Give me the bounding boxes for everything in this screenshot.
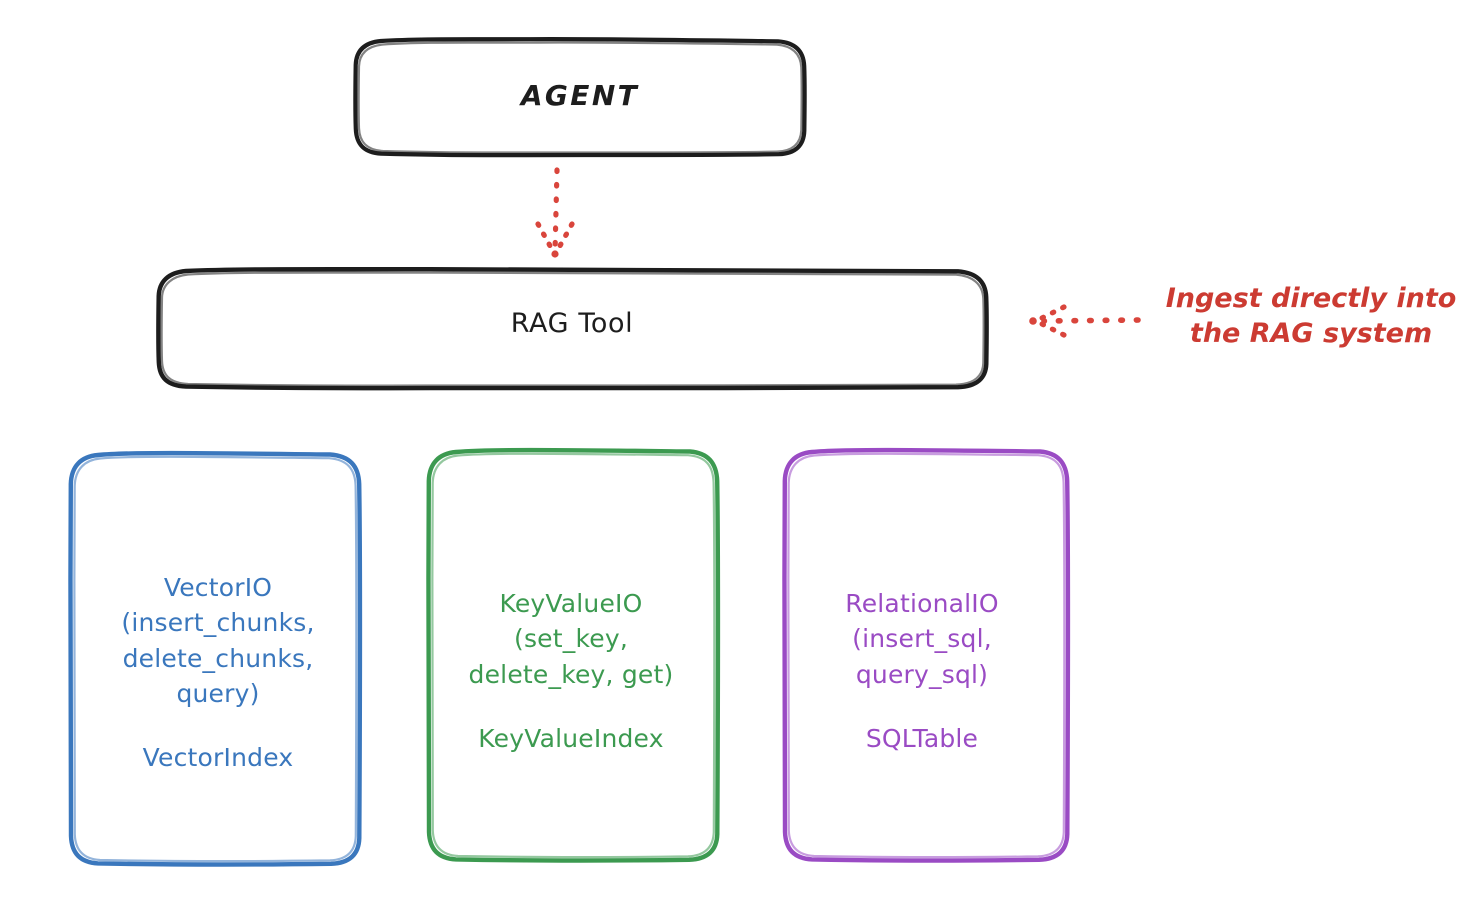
vector-io-box-outline [68,450,363,867]
rag-tool-box-outline [156,266,989,391]
agent-node[interactable] [353,37,807,158]
dotted-arrow-left-shaft [1041,317,1141,324]
relational-io-box-outline [782,447,1071,863]
dotted-arrow-left-head-bottom [1033,318,1067,338]
agent-box-outline [353,37,807,158]
agent-box-outline-sketch [357,41,803,154]
agent-to-rag-connector [535,167,575,258]
relational-io-box-outline-sketch [787,452,1066,859]
rag-tool-box-outline-sketch [160,271,985,387]
dotted-arrow-down-head-right [553,221,575,256]
key-value-io-node[interactable] [426,447,721,863]
key-value-io-box-outline-sketch [431,452,716,859]
key-value-io-box-outline [426,447,721,863]
vector-io-node[interactable] [68,450,363,867]
dotted-arrow-down-head-left [535,221,557,256]
rag-tool-node[interactable] [156,266,989,391]
ingest-connector [1029,304,1141,338]
dotted-arrow-left-tip [1029,317,1037,325]
dotted-arrow-left-head-top [1033,304,1067,324]
dotted-arrow-down-tip [551,250,559,258]
dotted-arrow-down-shaft [552,167,560,255]
relational-io-node[interactable] [782,447,1071,863]
vector-io-box-outline-sketch [73,455,358,863]
